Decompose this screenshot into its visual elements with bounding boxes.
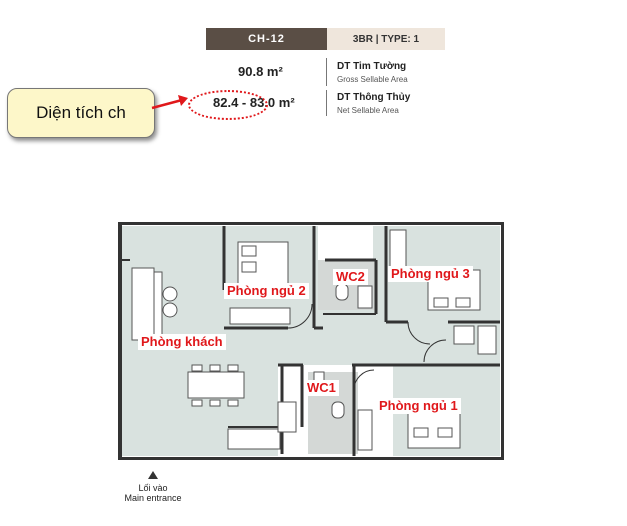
area-callout: Diện tích ch <box>7 88 155 138</box>
unit-type-badge: 3BR | TYPE: 1 <box>327 28 445 50</box>
room-label-living: Phòng khách <box>138 334 226 350</box>
room-label-bedroom3: Phòng ngủ 3 <box>388 266 473 282</box>
room-label-wc2: WC2 <box>333 269 368 285</box>
entrance-label: Lối vào Main entrance <box>113 470 193 503</box>
callout-arrow-icon <box>151 95 188 110</box>
entrance-arrow-icon <box>148 471 158 479</box>
floor-plan: Phòng khách Phòng ngủ 2 WC2 Phòng ngủ 3 … <box>116 221 505 461</box>
highlight-ellipse <box>188 90 268 120</box>
entrance-label-vi: Lối vào <box>138 483 168 493</box>
callout-text: Diện tích ch <box>36 103 126 122</box>
gross-area-label: DT Tim Tường <box>337 61 407 72</box>
gross-area-value: 90.8 m² <box>238 64 283 79</box>
unit-code-badge: CH-12 <box>206 28 327 50</box>
divider <box>326 90 327 116</box>
room-label-bedroom1: Phòng ngủ 1 <box>376 398 461 414</box>
room-label-wc1: WC1 <box>304 380 339 396</box>
gross-area-sublabel: Gross Sellable Area <box>337 75 408 84</box>
entrance-label-en: Main entrance <box>124 493 182 503</box>
net-area-sublabel: Net Sellable Area <box>337 106 399 115</box>
net-area-label: DT Thông Thủy <box>337 92 411 103</box>
room-label-bedroom2: Phòng ngủ 2 <box>224 283 309 299</box>
divider <box>326 58 327 86</box>
